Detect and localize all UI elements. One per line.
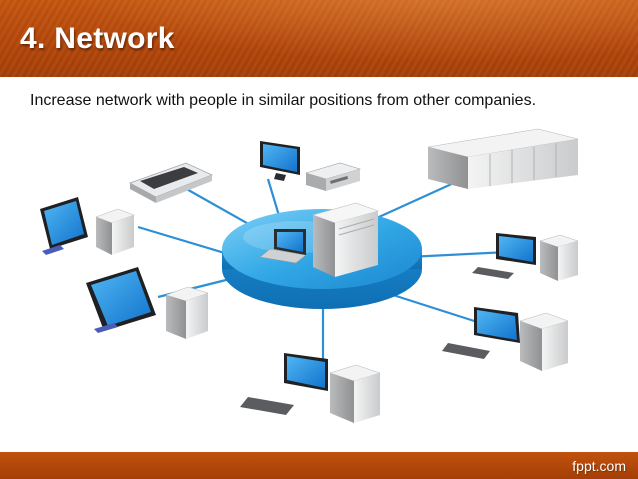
workstation-right-lower-icon [442,307,569,371]
workstation-left-lower-icon [86,267,209,339]
slide-title: 4. Network [20,22,175,55]
workstation-left-upper-icon [40,197,135,255]
central-server-icon [312,202,379,277]
workstation-bottom-icon [240,353,381,423]
central-laptop-icon [259,229,307,264]
network-diagram [40,128,579,423]
monitor-receiver-icon [260,141,362,191]
server-rack-icon [427,128,579,189]
slide-subtitle: Increase network with people in similar … [30,92,537,109]
brand-label: fppt.com [572,458,626,474]
workstation-right-upper-icon [472,233,579,281]
footer-bar: fppt.com [0,452,638,479]
title-bar-texture [0,0,638,77]
title-bar: 4. Network [0,0,638,77]
scanner-icon [129,162,213,203]
